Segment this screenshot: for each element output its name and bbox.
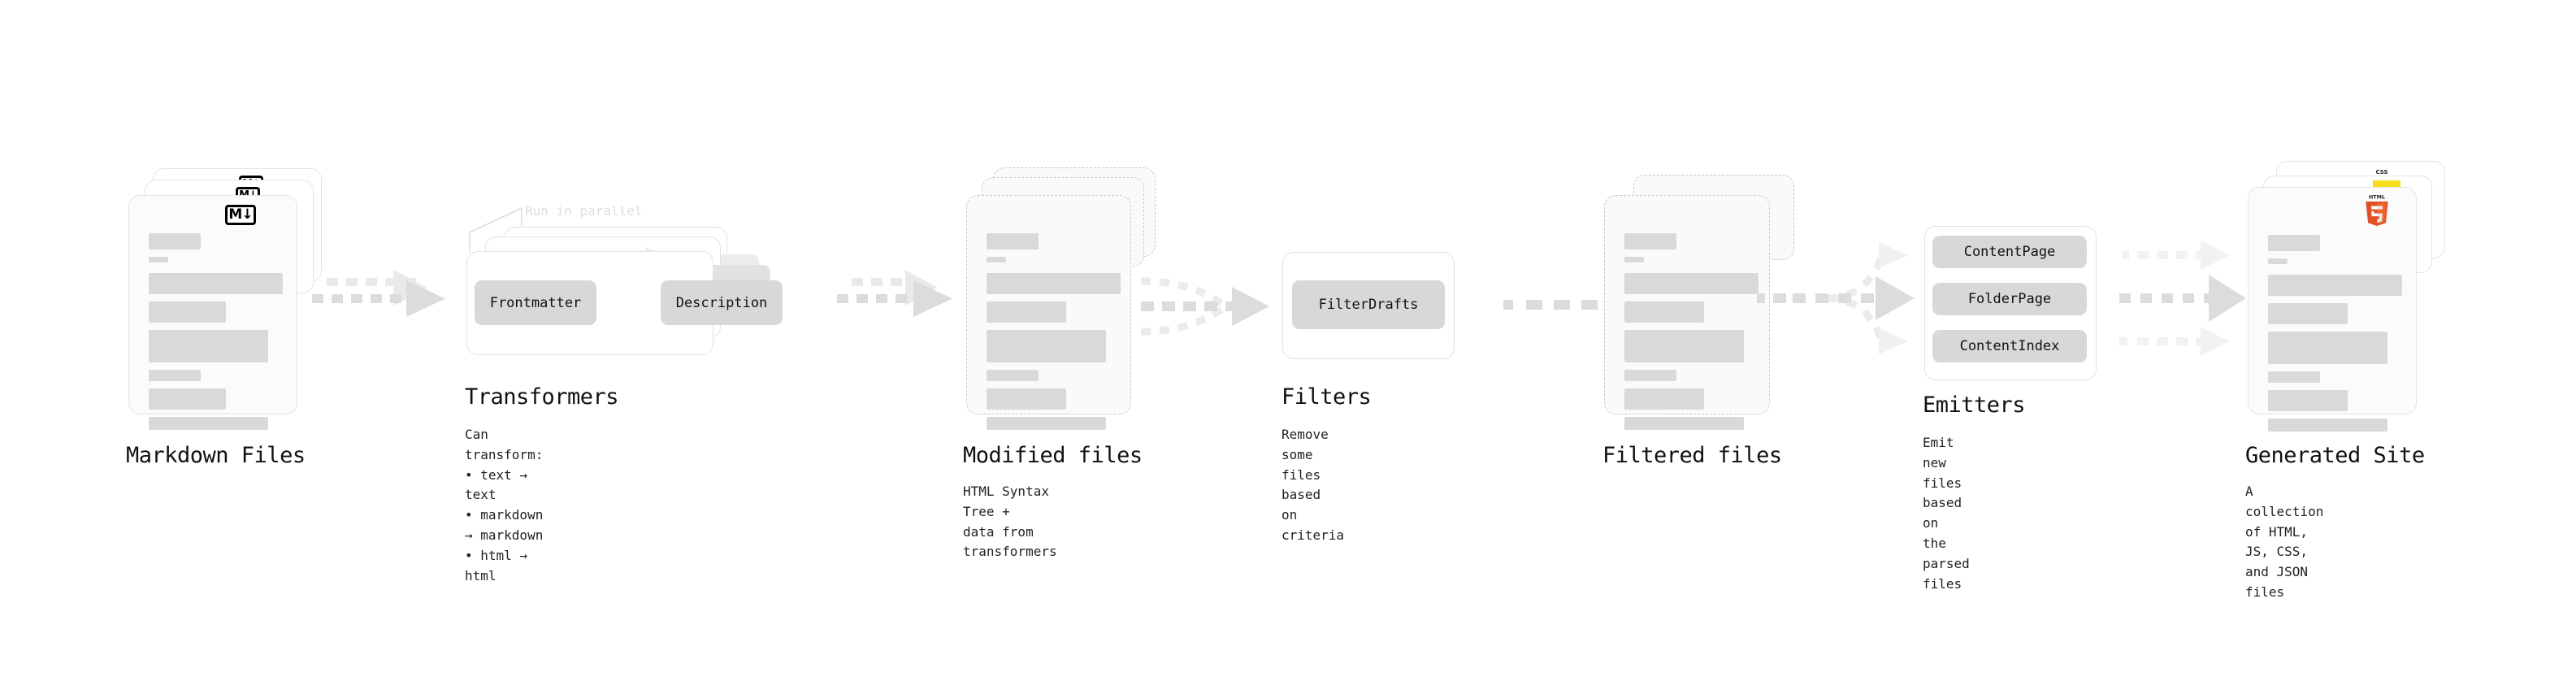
stage-desc-generated-site: A collection of HTML, JS, CSS, and JSON …	[2245, 484, 2324, 600]
content-bar	[149, 273, 283, 294]
content-bar	[1624, 257, 1644, 262]
stage-desc-transformers: Can transform: • text → text • markdown …	[465, 427, 544, 583]
content-bar	[987, 370, 1039, 381]
content-bar	[987, 330, 1106, 362]
markdown-badge-front: M↓	[225, 205, 256, 225]
html5-badge: HTML	[2366, 194, 2388, 226]
content-bar	[2268, 332, 2387, 364]
content-bar	[1624, 233, 1676, 249]
arrow-filtered-to-emitters	[1757, 242, 1915, 354]
content-bar	[1624, 370, 1676, 381]
modified-file-card-front[interactable]	[966, 195, 1131, 430]
stage-title-filtered-files: Filtered files	[1602, 443, 1782, 468]
content-bar	[1624, 417, 1744, 430]
content-bar	[149, 417, 268, 430]
content-bar	[149, 370, 201, 381]
stage-desc-emitters: Emit new files based on the parsed files	[1923, 435, 1970, 592]
content-bar	[2268, 419, 2387, 432]
content-bar	[987, 233, 1039, 249]
transformer-node-description[interactable]: Description	[661, 280, 783, 325]
content-bar	[2268, 303, 2348, 324]
arrow-transformers-to-modified	[837, 270, 952, 317]
content-bar	[149, 330, 268, 362]
content-bar	[2268, 275, 2402, 296]
content-bar	[2268, 371, 2320, 383]
content-bar	[1624, 273, 1759, 294]
stage-title-emitters: Emitters	[1923, 393, 2026, 418]
stage-desc-filters: Remove some files based on criteria	[1281, 427, 1345, 543]
content-bar	[149, 233, 201, 249]
stage-title-markdown-files: Markdown Files	[126, 443, 306, 468]
run-in-parallel-bracket	[469, 206, 523, 252]
stage-title-transformers: Transformers	[465, 384, 619, 410]
css-badge-label: CSS	[2375, 169, 2388, 176]
transformer-node-frontmatter[interactable]: Frontmatter	[475, 280, 596, 325]
filtered-file-content	[1624, 233, 1759, 437]
emitter-node-contentindex[interactable]: ContentIndex	[1932, 330, 2087, 362]
stage-desc-modified-files: HTML Syntax Tree + data from transformer…	[963, 484, 1057, 560]
html5-badge-label: HTML	[2369, 194, 2385, 200]
content-bar	[987, 257, 1006, 262]
content-bar	[2268, 235, 2320, 251]
content-bar	[987, 273, 1121, 294]
markdown-file-content	[149, 233, 283, 437]
content-bar	[2268, 390, 2348, 411]
arrow-markdown-to-transformers	[312, 270, 445, 317]
stage-title-filters: Filters	[1281, 384, 1372, 410]
content-bar	[987, 301, 1066, 323]
content-bar	[1624, 301, 1704, 323]
run-in-parallel-label: Run in parallel	[525, 203, 643, 219]
content-bar	[987, 417, 1106, 430]
content-bar	[987, 388, 1066, 410]
content-bar	[149, 388, 226, 410]
content-bar	[149, 301, 226, 323]
markdown-file-card-front[interactable]	[128, 195, 297, 430]
content-bar	[1624, 330, 1744, 362]
content-bar	[2268, 258, 2288, 264]
filtered-file-card-front[interactable]	[1604, 195, 1770, 430]
stage-title-modified-files: Modified files	[963, 443, 1143, 468]
content-bar	[1624, 388, 1704, 410]
emitter-node-folderpage[interactable]: FolderPage	[1932, 283, 2087, 315]
filter-node-filterdrafts[interactable]: FilterDrafts	[1292, 280, 1445, 329]
modified-file-content	[987, 233, 1121, 437]
emitter-node-contentpage[interactable]: ContentPage	[1932, 236, 2087, 268]
arrow-emitters-to-site	[2119, 241, 2246, 356]
site-file-card-front[interactable]	[2248, 187, 2417, 432]
stage-title-generated-site: Generated Site	[2245, 443, 2425, 468]
site-file-content	[2268, 235, 2402, 439]
content-bar	[149, 257, 168, 262]
arrow-modified-to-filters	[1140, 277, 1269, 336]
